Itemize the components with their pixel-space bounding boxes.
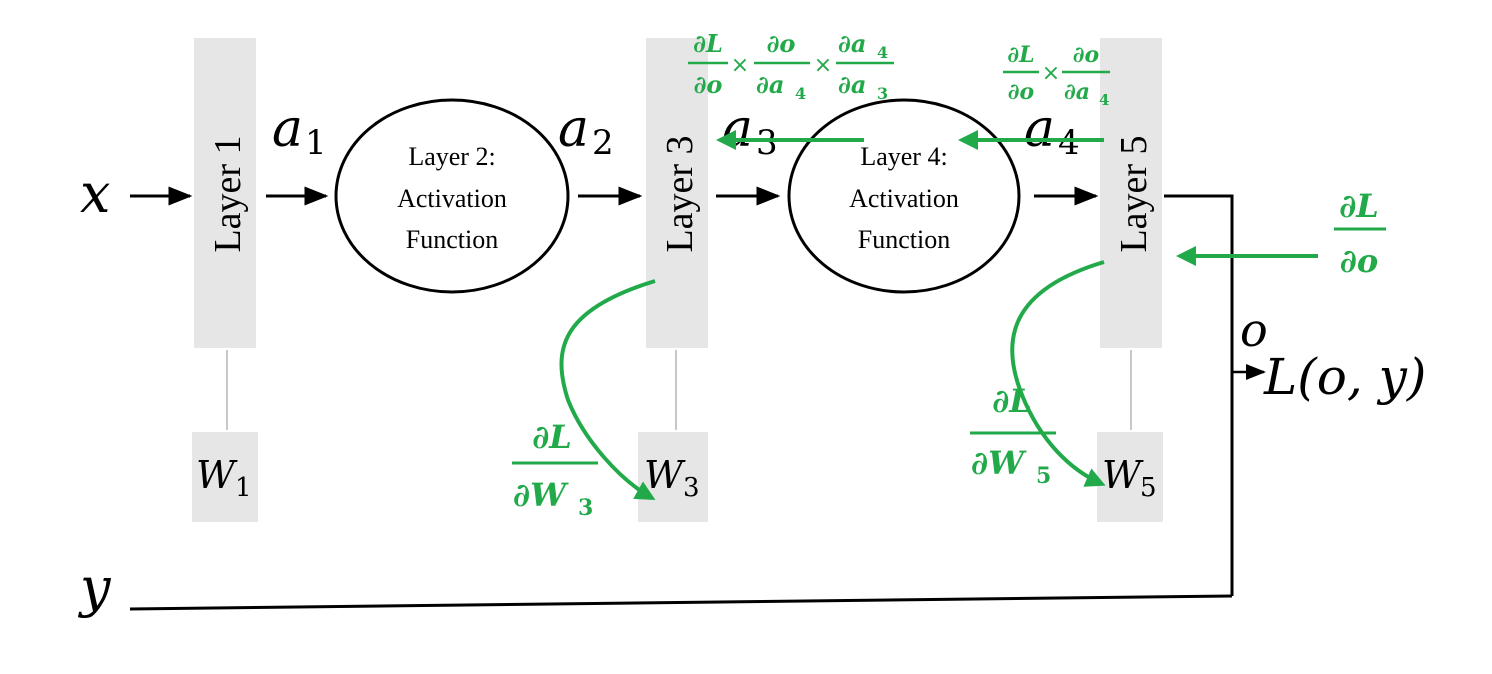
w1-letter: W: [196, 453, 238, 497]
w3-box: [638, 432, 708, 522]
grad-chain-a3-da4: ∂a: [756, 70, 784, 99]
grad-chain-a3-times2: ×: [814, 53, 832, 78]
layer4-label-line3: Function: [858, 225, 950, 254]
grad-chain-a3: ∂L ∂o × ∂o ∂a 4 × ∂a 4 ∂a 3: [688, 29, 894, 103]
w3-subscript: 3: [683, 473, 700, 503]
grad-chain-a4-da4-sub: 4: [1099, 91, 1109, 109]
grad-dL-do-den: ∂o: [1340, 242, 1378, 280]
a2-letter: a: [558, 99, 589, 159]
grad-chain-a4-da4: ∂a: [1064, 79, 1090, 105]
layer2-label-line1: Layer 2:: [408, 142, 495, 171]
a1-label: a 1: [272, 99, 327, 163]
grad-chain-a4: ∂L ∂o × ∂o ∂a 4: [1003, 42, 1110, 109]
a3-subscript: 3: [756, 123, 778, 163]
output-line: [1164, 194, 1234, 596]
grad-chain-a3-do: ∂o: [694, 70, 723, 99]
a1-subscript: 1: [305, 123, 327, 163]
x-label: x: [80, 162, 110, 225]
grad-chain-a3-do-num: ∂o: [767, 29, 796, 58]
grad-dL-dW3-num: ∂L: [532, 418, 572, 456]
grad-chain-a3-da4-sub: 4: [795, 84, 806, 103]
layer2-label-line2: Activation: [397, 184, 507, 213]
layer2-ellipse: [334, 98, 570, 294]
a3-letter: a: [722, 99, 753, 159]
a2-subscript: 2: [592, 123, 614, 163]
a3-label: a 3: [722, 99, 778, 163]
grad-chain-a4-dL: ∂L: [1007, 42, 1034, 68]
grad-chain-a4-do-num: ∂o: [1073, 42, 1099, 68]
grad-dL-dW5-den: ∂W: [971, 444, 1027, 482]
grad-chain-a3-da4-num: ∂a: [838, 29, 866, 58]
w1-subscript: 1: [235, 473, 252, 503]
w5-box: [1097, 432, 1163, 522]
w5-subscript: 5: [1140, 473, 1157, 503]
w1-label: W 1: [196, 453, 252, 503]
w5-letter: W: [1102, 453, 1144, 497]
grad-dL-dW5-sub: 5: [1036, 463, 1051, 489]
grad-curve-to-w5: [1010, 260, 1106, 487]
grad-curve-to-w3: [559, 279, 656, 500]
o-label: o: [1240, 303, 1268, 357]
layer3-box: [646, 38, 708, 348]
a2-label: a 2: [558, 99, 614, 163]
layer1-label: Layer 1: [207, 135, 249, 252]
loss-label: L(o, y): [1263, 348, 1426, 406]
layer4-label-line1: Layer 4:: [860, 142, 947, 171]
grad-chain-a3-da3-sub: 3: [877, 84, 888, 103]
grad-chain-a3-da4-num-sub: 4: [877, 43, 888, 62]
grad-chain-a3-dL: ∂L: [693, 29, 723, 58]
grad-chain-a3-da3: ∂a: [838, 70, 866, 99]
grad-dL-do: ∂L ∂o: [1334, 187, 1386, 280]
a4-subscript: 4: [1058, 123, 1080, 163]
a4-letter: a: [1024, 99, 1055, 159]
y-line: [129, 594, 1233, 611]
grad-dL-do-num: ∂L: [1339, 187, 1379, 225]
w5-label: W 5: [1102, 453, 1157, 503]
grad-dL-dW5: ∂L ∂W 5: [970, 382, 1056, 489]
a1-letter: a: [272, 99, 303, 159]
grad-dL-dW3-sub: 3: [578, 495, 593, 521]
w1-box: [192, 432, 258, 522]
a4-label: a 4: [1024, 99, 1080, 163]
layer1-box: [194, 38, 256, 348]
y-label: y: [78, 556, 112, 619]
grad-chain-a4-times: ×: [1042, 61, 1060, 86]
layer3-label: Layer 3: [659, 135, 701, 252]
grad-dL-dW5-num: ∂L: [992, 382, 1032, 420]
layer2-label-line3: Function: [406, 225, 498, 254]
w3-letter: W: [644, 453, 686, 497]
grad-chain-a4-do: ∂o: [1008, 79, 1034, 105]
layer5-box: [1100, 38, 1162, 348]
grad-chain-a3-times1: ×: [731, 53, 749, 78]
layer5-label: Layer 5: [1113, 135, 1155, 252]
grad-dL-dW3: ∂L ∂W 3: [512, 418, 598, 521]
grad-dL-dW3-den: ∂W: [513, 476, 569, 514]
layer4-label-line2: Activation: [849, 184, 959, 213]
